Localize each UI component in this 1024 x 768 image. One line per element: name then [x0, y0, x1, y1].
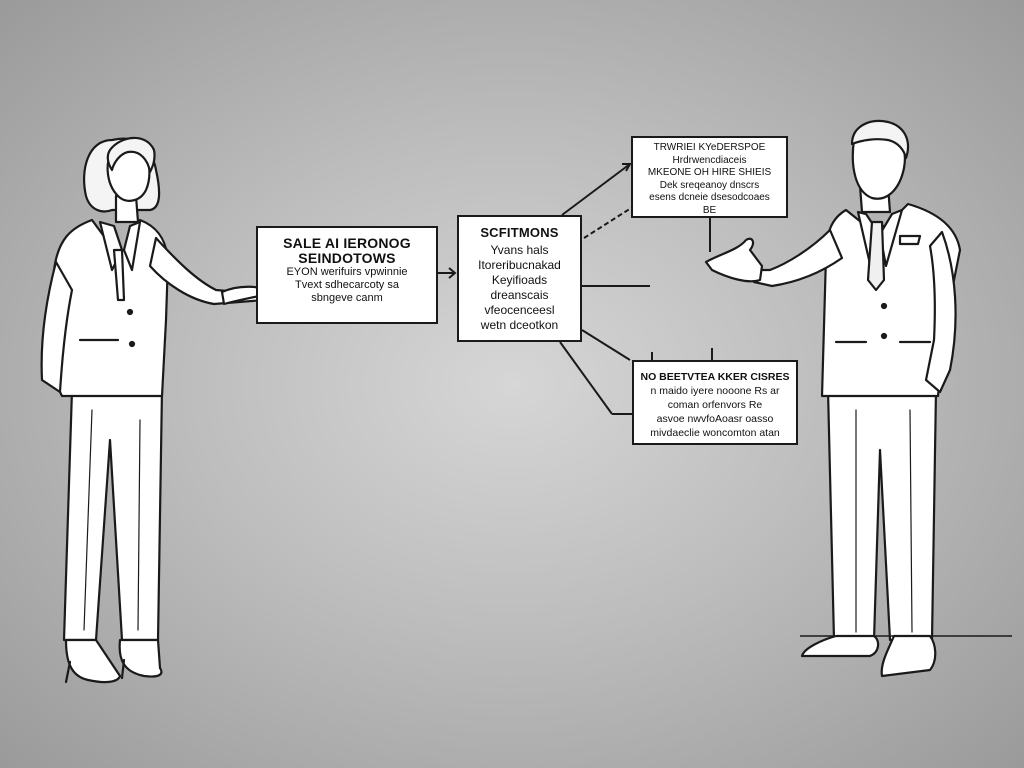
box-top-right-line-3: MKEONE OH HIRE SHIEIS — [647, 167, 772, 178]
process-box-bottom-right: NO BEETVTEA KKER CISRES n maido iyere no… — [632, 360, 798, 445]
box-bottom-right-line-5: mivdaeclie woncomton atan — [650, 427, 780, 439]
box-left-line-1: EYON werifuirs vpwinnie — [286, 266, 408, 278]
connector-center-topright — [561, 163, 631, 216]
process-box-top-right: TRWRIEI KYeDERSPOE Hrdrwencdiaceis MKEON… — [631, 136, 788, 218]
box-bottom-right-line-2: n maido iyere nooone Rs ar — [650, 385, 780, 397]
process-box-left: SALE AI IERONOG SEINDOTOWS EYON werifuir… — [256, 226, 438, 324]
box-left-line-2: Tvext sdhecarcoty sa — [295, 279, 399, 291]
process-box-center: SCFITMONS Yvans hals Itoreribucnakad Key… — [457, 215, 582, 342]
businesswoman-figure — [40, 136, 274, 684]
box-top-right-line-4: Dek sreqeanoy dnscrs — [659, 179, 760, 191]
box-center-line-5: vfeocenceesl — [484, 303, 555, 317]
connector-center-bottomright-2 — [559, 341, 613, 415]
box-top-right-line-1: TRWRIEI KYeDERSPOE — [653, 142, 766, 153]
box-center-line-6: wetn dceotkon — [480, 318, 559, 332]
box-center-line-3: Keyifioads — [491, 273, 548, 287]
box-left-title-1: SALE AI IERONOG — [283, 235, 411, 251]
box-center-title: SCFITMONS — [480, 225, 559, 240]
box-top-right-line-2: Hrdrwencdiaceis — [672, 154, 747, 166]
box-bottom-right-line-3: coman orfenvors Re — [667, 399, 763, 411]
box-bottom-right-line-4: asvoe nwvfoAoasr oasso — [656, 413, 774, 425]
box-bottom-right-line-1: NO BEETVTEA KKER CISRES — [640, 371, 790, 383]
box-center-line-4: dreanscais — [490, 288, 549, 302]
box-center-line-2: Itoreribucnakad — [478, 258, 561, 272]
box-left-title-2: SEINDOTOWS — [298, 250, 396, 266]
box-center-line-1: Yvans hals — [490, 243, 549, 257]
arrowhead-left-center — [448, 267, 457, 279]
businessman-figure — [704, 119, 962, 678]
arrowhead-topright — [622, 163, 632, 172]
box-top-right-line-6: BE — [702, 204, 717, 216]
box-top-right-line-5: esens dcneie dsesodcoaes — [649, 192, 770, 203]
box-left-line-3: sbngeve canm — [311, 292, 383, 304]
connector-center-bottomright-1 — [581, 329, 631, 361]
